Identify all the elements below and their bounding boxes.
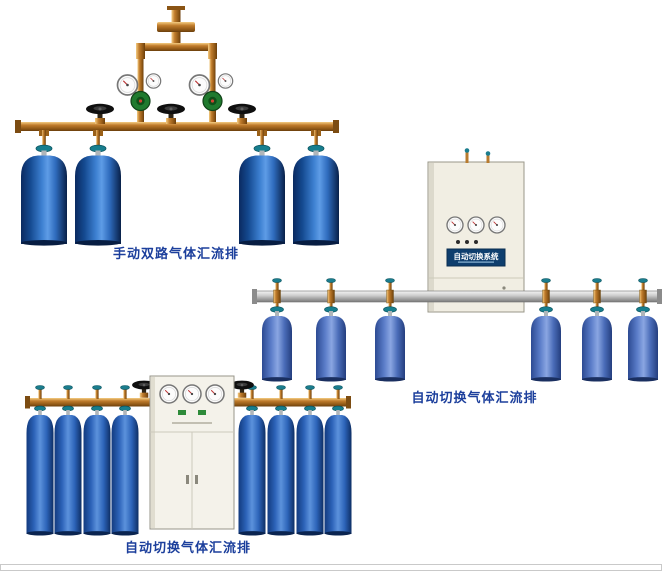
- auto-switch-floor-manifold-illustration: [25, 375, 352, 536]
- pressure-regulator-left: [118, 59, 161, 125]
- top-outlet-assembly: [157, 6, 195, 44]
- gas-cylinder: [54, 405, 82, 536]
- gas-cylinder: [324, 405, 352, 536]
- manifold-pipe: [15, 120, 339, 133]
- control-cabinet: [149, 375, 235, 530]
- cylinder-station: [267, 385, 295, 536]
- cylinder-station: [374, 278, 406, 382]
- gas-cylinder: [296, 405, 324, 536]
- cylinder-station: [111, 385, 139, 536]
- pipe-valve-knob: [333, 385, 343, 400]
- manifold-pipe: [252, 289, 662, 304]
- gas-cylinder: [530, 306, 562, 382]
- cylinder-station: [26, 385, 54, 536]
- riser-tube: [486, 153, 490, 163]
- gas-cylinder: [26, 405, 54, 536]
- cabinet-label-text: 自动切换系统: [454, 251, 499, 261]
- cylinder-station: [530, 278, 562, 382]
- pipe-valve-knob: [120, 385, 130, 400]
- gas-cylinder: [83, 405, 111, 536]
- shutoff-handwheel: [157, 103, 185, 124]
- pipe-valve-knob: [305, 385, 315, 400]
- gas-cylinder: [315, 306, 347, 382]
- indicator-light: [198, 410, 206, 415]
- product-caption-manual-dual: 手动双路气体汇流排: [112, 247, 239, 262]
- gas-cylinder: [581, 306, 613, 382]
- pipe-valve-knob: [276, 385, 286, 400]
- gas-cylinder: [627, 306, 659, 382]
- cabinet-gauge: [467, 216, 485, 234]
- manual-dual-manifold-illustration: [15, 6, 340, 246]
- table-border-top: [0, 564, 662, 565]
- gas-cylinder: [20, 144, 68, 246]
- product-caption-auto-switch-1: 自动切换气体汇流排: [411, 391, 538, 406]
- riser-valve-knob: [485, 151, 491, 156]
- cylinder-station: [315, 278, 347, 382]
- cylinder-station: [324, 385, 352, 536]
- cylinder-station: [261, 278, 293, 382]
- door-handle: [195, 475, 198, 484]
- indicator-dot: [474, 240, 478, 244]
- cylinder-station: [296, 385, 324, 536]
- riser-tube: [465, 150, 469, 163]
- control-cabinet: 自动切换系统: [427, 148, 525, 313]
- table-border-bottom: [0, 570, 662, 571]
- table-border-tick-left: [0, 564, 1, 571]
- cylinder-station: [238, 385, 266, 536]
- indicator-dot: [456, 240, 460, 244]
- gas-cylinder: [267, 405, 295, 536]
- gas-cylinder: [238, 405, 266, 536]
- door-handle: [186, 475, 189, 484]
- cabinet-gauge: [488, 216, 506, 234]
- riser-valve-knob: [464, 148, 470, 153]
- gas-cylinder: [74, 144, 122, 246]
- shutoff-handwheel: [228, 103, 256, 124]
- cylinder-station: [83, 385, 111, 536]
- pressure-regulator-right: [190, 59, 233, 125]
- pipe-valve-knob: [35, 385, 45, 400]
- indicator-dot: [465, 240, 469, 244]
- cabinet-gauge: [159, 384, 179, 404]
- header-pipe: [136, 43, 217, 59]
- gas-cylinder: [111, 405, 139, 536]
- auto-switch-manifold-illustration: 自动切换系统: [252, 148, 662, 382]
- cylinder-connectors: [39, 130, 321, 147]
- pipe-valve-knob: [63, 385, 73, 400]
- product-caption-auto-switch-2: 自动切换气体汇流排: [124, 541, 251, 556]
- gas-cylinder: [374, 306, 406, 382]
- pipe-valve-knob: [92, 385, 102, 400]
- cabinet-gauge: [182, 384, 202, 404]
- indicator-light: [178, 410, 186, 415]
- cylinder-station: [581, 278, 613, 382]
- cabinet-lock: [502, 286, 506, 290]
- cylinder-station: [627, 278, 659, 382]
- cabinet-gauge: [446, 216, 464, 234]
- gas-cylinder: [261, 306, 293, 382]
- cylinder-station: [54, 385, 82, 536]
- cabinet-gauge: [205, 384, 225, 404]
- shutoff-handwheel: [86, 103, 114, 124]
